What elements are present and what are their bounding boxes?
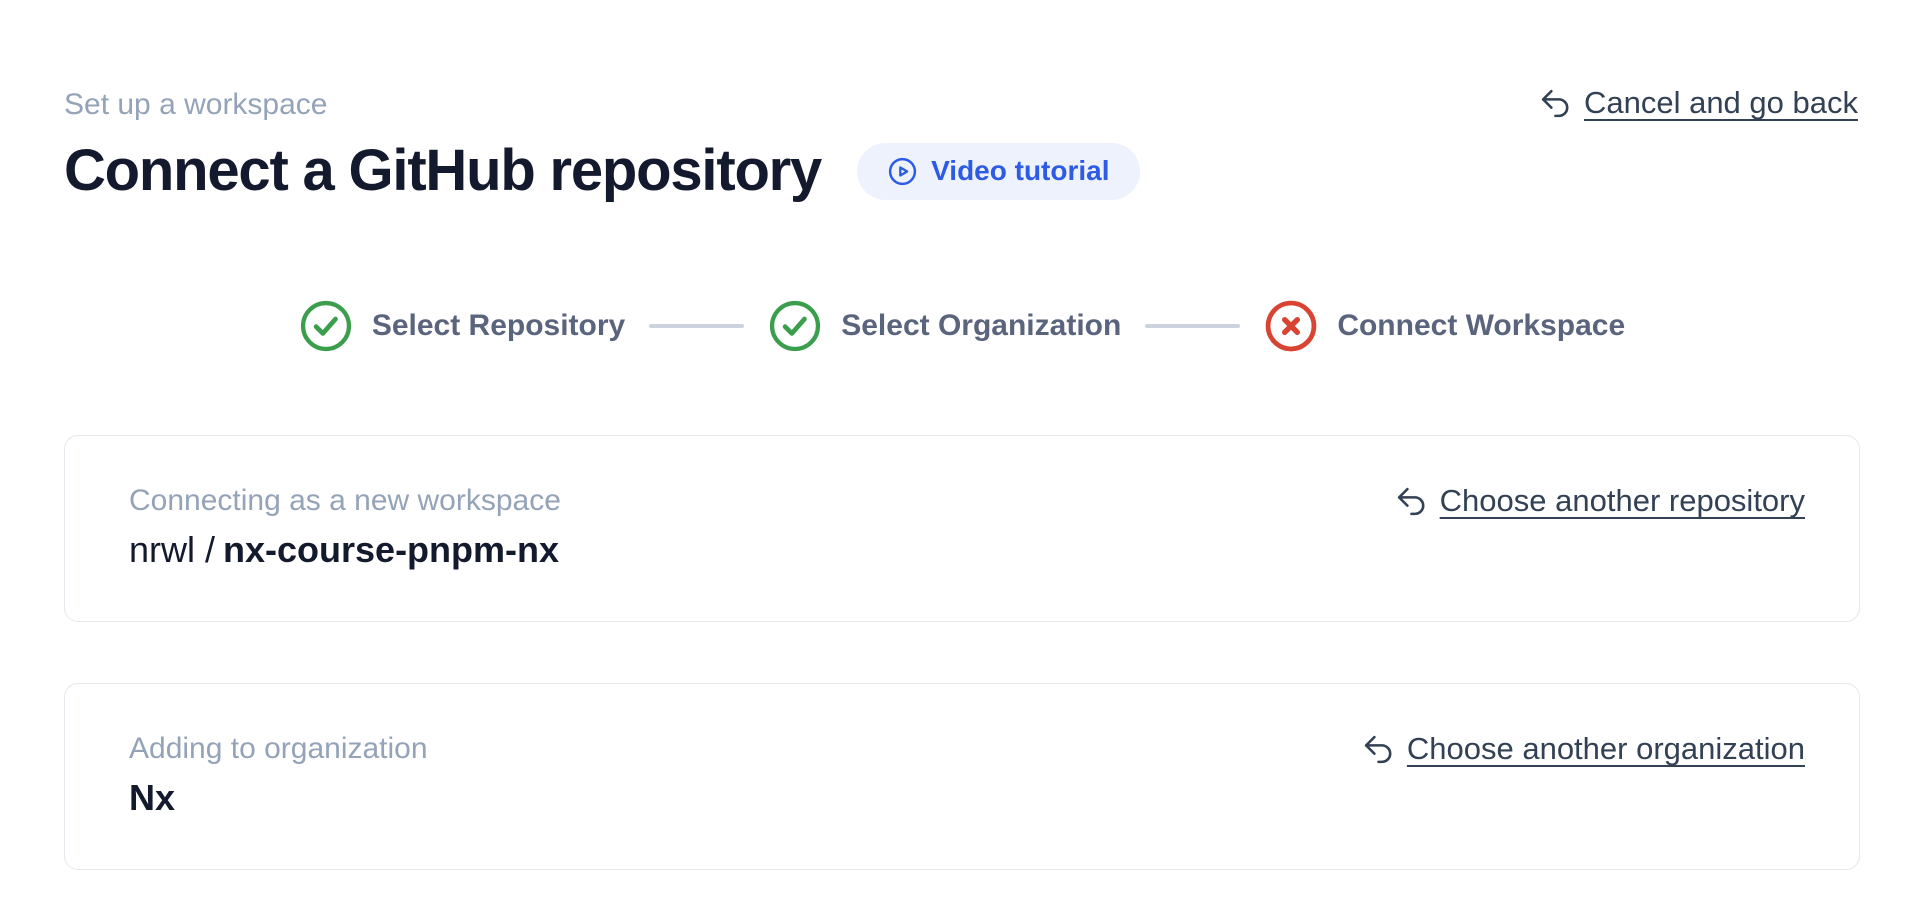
step-connect-workspace: Connect Workspace [1264,299,1625,353]
organization-card-label: Adding to organization [129,732,428,765]
organization-name-text: Nx [129,777,176,818]
step-label: Select Repository [371,309,626,342]
video-tutorial-label: Video tutorial [931,155,1110,186]
repository-repo: nx-course-pnpm-nx [223,529,560,570]
video-tutorial-button[interactable]: Video tutorial [857,142,1140,200]
check-circle-icon [299,299,353,353]
choose-repository-label: Choose another repository [1439,483,1805,518]
check-circle-icon [768,299,822,353]
cancel-link-label: Cancel and go back [1583,85,1858,120]
undo-arrow-icon [1539,87,1572,120]
choose-another-organization-link[interactable]: Choose another organization [1362,730,1805,768]
stepper: Select Repository Select Organization Co… [64,299,1860,353]
step-label: Connect Workspace [1337,309,1626,342]
repository-card: Connecting as a new workspace nrwl /nx-c… [64,435,1860,622]
step-connector [1145,324,1241,328]
repository-owner: nrwl / [129,529,216,570]
step-label: Select Organization [841,309,1122,342]
title-row: Connect a GitHub repository Video tutori… [64,136,1860,206]
play-circle-icon [887,156,918,187]
repository-name: nrwl /nx-course-pnpm-nx [129,528,561,572]
step-select-repository: Select Repository [299,299,625,353]
eyebrow-label: Set up a workspace [64,88,328,121]
repository-card-label: Connecting as a new workspace [129,484,561,517]
page-header: Set up a workspace Connect a GitHub repo… [64,84,1860,206]
organization-name: Nx [129,776,428,820]
step-connector [649,324,745,328]
undo-arrow-icon [1395,485,1428,518]
organization-card: Adding to organization Nx Choose another… [64,683,1860,870]
choose-another-repository-link[interactable]: Choose another repository [1395,482,1805,520]
undo-arrow-icon [1362,733,1395,766]
choose-organization-label: Choose another organization [1406,731,1805,766]
x-circle-icon [1264,299,1318,353]
organization-card-info: Adding to organization Nx [129,730,428,820]
cancel-and-go-back-link[interactable]: Cancel and go back [1539,84,1858,122]
page-title: Connect a GitHub repository [64,138,822,203]
step-select-organization: Select Organization [768,299,1121,353]
repository-card-info: Connecting as a new workspace nrwl /nx-c… [129,482,561,572]
